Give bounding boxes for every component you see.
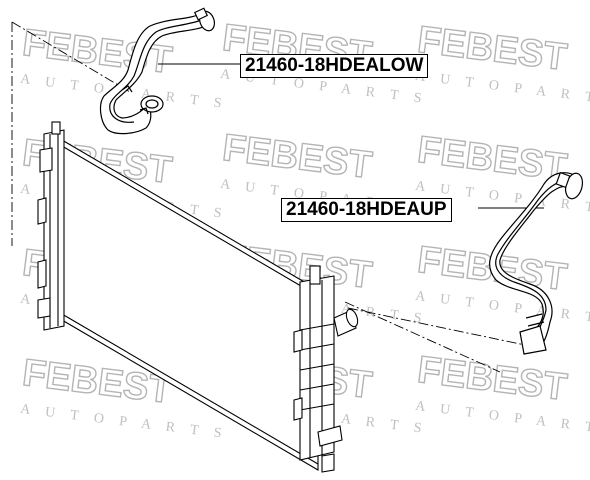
lower-hose-clamp (193, 7, 209, 21)
lower-hose (99, 7, 216, 135)
radiator-left-bracket-2 (37, 259, 47, 289)
watermark-tile: FEBEST A U T O P A R T S (414, 348, 590, 439)
upper-hose-clamp (555, 171, 571, 189)
radiator-right-tank-face (309, 280, 323, 458)
lower-hose-centerline (109, 18, 206, 123)
lower-hose-outlet (145, 99, 159, 109)
radiator-top-edge (61, 145, 319, 297)
radiator-right-drain (321, 453, 335, 473)
leader-mid-diagonal (347, 307, 526, 346)
watermark-tile: FEBEST A U T O P A R T S (19, 21, 228, 112)
upper-hose-centerline (495, 179, 571, 345)
radiator-right-cap (309, 265, 321, 285)
radiator-bottom-edge (61, 313, 319, 465)
lower-hose-body (99, 13, 211, 135)
upper-hose-end-bottom (519, 325, 547, 355)
lower-hose-clip (121, 85, 149, 115)
watermark-tile: FEBEST A U T O P A R T S (414, 18, 590, 109)
part-number-label-lower: 21460-18HDEALOW (240, 54, 429, 78)
watermark-brand: FEBEST (220, 127, 374, 187)
radiator (37, 121, 359, 473)
radiator-right-inlet-mouth (345, 308, 359, 328)
radiator-right-outlet (317, 425, 343, 447)
radiator-left-fitting (39, 147, 53, 173)
radiator-right-ribs (299, 323, 335, 411)
leader-top-diagonal (11, 21, 131, 93)
upper-hose (489, 171, 584, 355)
upper-hose-rib (525, 313, 545, 327)
radiator-left-foot (37, 297, 51, 319)
watermark-brand: FEBEST (415, 129, 569, 189)
part-number-label-upper: 21460-18HDEAUP (281, 198, 452, 222)
watermark-brand: FEBEST (415, 349, 569, 409)
radiator-right-bracket-2 (293, 397, 303, 421)
watermark-brand: FEBEST (415, 19, 569, 79)
radiator-left-cap (51, 121, 61, 135)
radiator-right-bracket (293, 329, 303, 353)
leader-lines (11, 21, 526, 373)
radiator-left-bracket-1 (37, 197, 47, 225)
leader-bottom-diagonal (344, 301, 501, 373)
watermark-tagline: A U T O P A R T S (19, 402, 228, 442)
